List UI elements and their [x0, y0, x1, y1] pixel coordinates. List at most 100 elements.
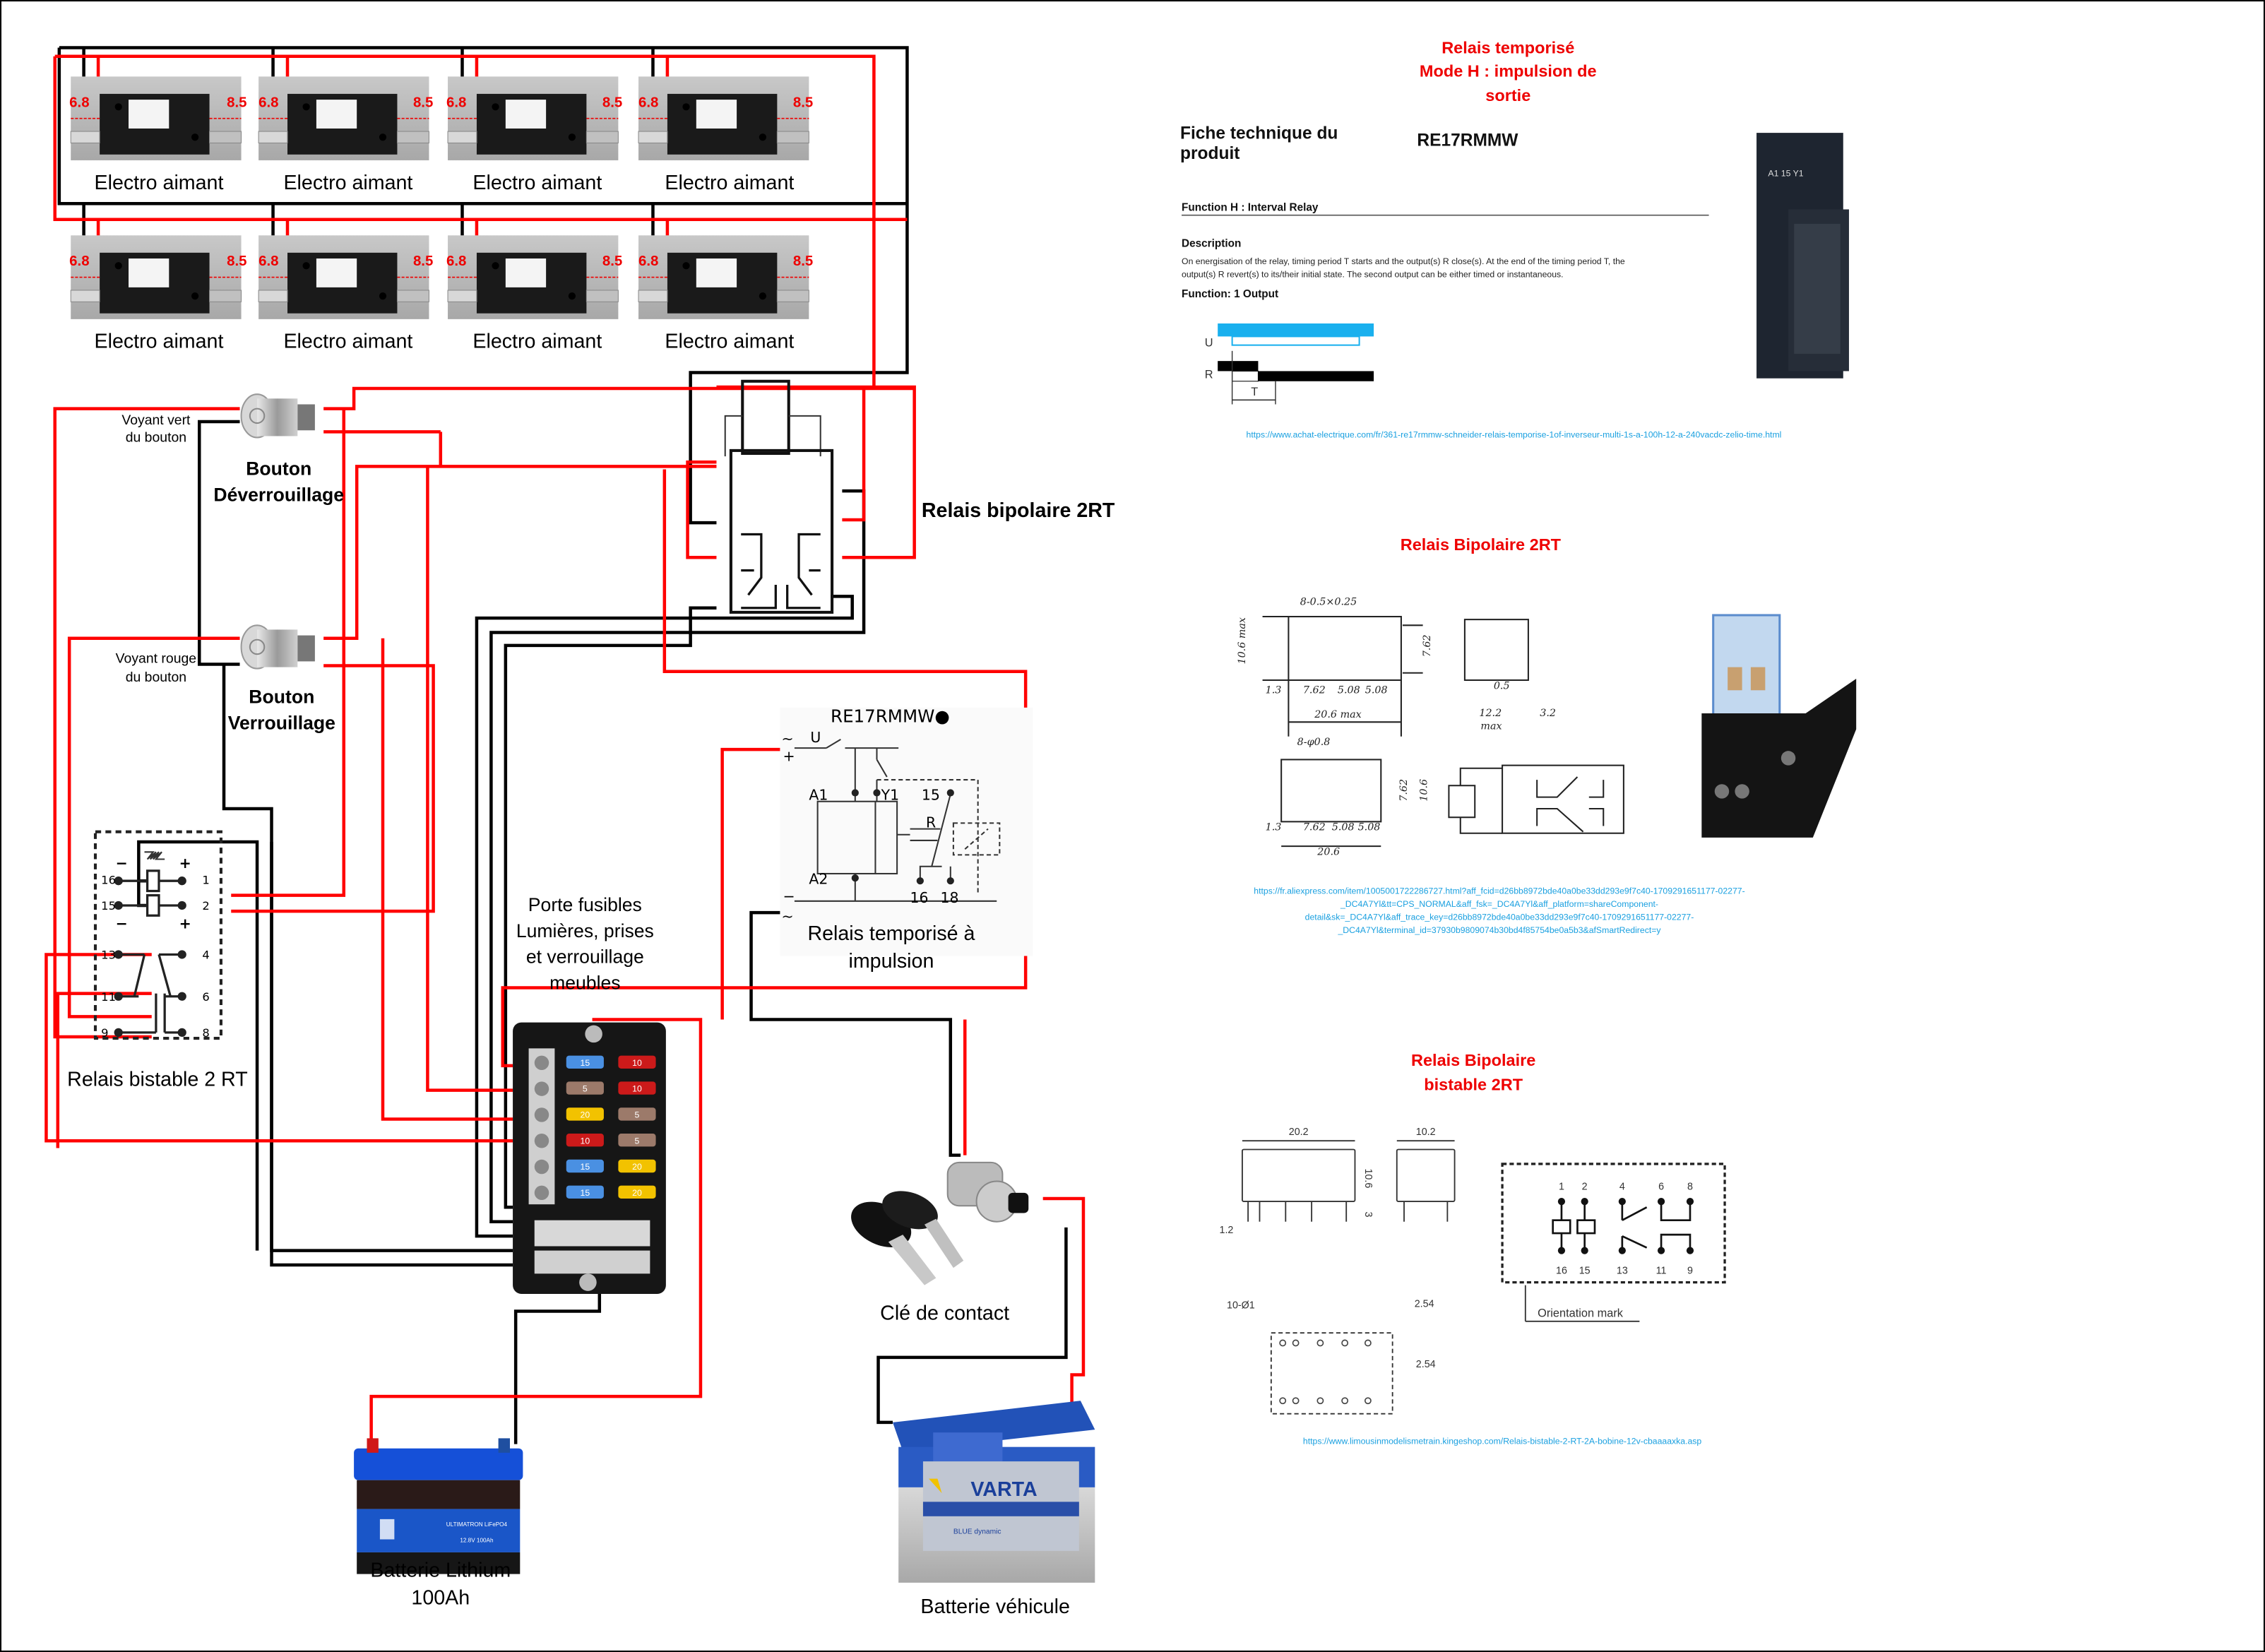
fuse-right-4[interactable] — [618, 1133, 656, 1147]
unlock-button[interactable] — [240, 393, 316, 439]
dim-right-7: 8.5 — [602, 253, 622, 269]
bipolar-dim-side-t: 0.5 — [1494, 680, 1510, 691]
bipolar-dim-pins-a: 8-0.5×0.25 — [1300, 597, 1357, 608]
fuse-rating-right-1: 10 — [632, 1058, 642, 1068]
bistable-pin-4: 4 — [202, 949, 209, 962]
electromagnet-1[interactable] — [70, 76, 242, 161]
fuse-right-2[interactable] — [618, 1081, 656, 1095]
fusebox-label-2: Lumières, prises — [516, 920, 654, 941]
timer-link[interactable]: https://www.achat-electrique.com/fr/361-… — [1247, 430, 1782, 440]
bipolar-link-3[interactable]: detail&sk=_DC4A7Yl&aff_trace_key=d26bb89… — [1305, 912, 1694, 922]
red-led-label-2: du bouton — [126, 670, 186, 685]
bistable-dim-w: 20.2 — [1289, 1127, 1309, 1138]
bistable-pin-13: 13 — [101, 949, 116, 962]
bipolar-dim-side-wmax: max — [1480, 721, 1502, 732]
dim-left-4: 6.8 — [638, 94, 658, 110]
bistable-dim-pitch-x: 2.54 — [1415, 1298, 1434, 1309]
vehicle-battery-label: Batterie véhicule — [920, 1595, 1070, 1618]
bipolar-dim-b-p1: 1.3 — [1266, 822, 1282, 833]
bipolar-link-4[interactable]: _DC4A7Yl&terminal_id=37930b9809074b30bd4… — [1337, 925, 1661, 935]
bipolar-relay[interactable] — [724, 379, 834, 614]
fusebox-label-1: Porte fusibles — [528, 894, 642, 915]
bipolar-dim-p3: 5.08 — [1338, 684, 1360, 696]
bipolar-dim-b-p4: 5.08 — [1358, 822, 1381, 833]
bipolar-dim-side-w: 12.2 — [1479, 708, 1502, 719]
fuse-right-3[interactable] — [618, 1107, 656, 1121]
ds-pin-9: 9 — [1687, 1265, 1693, 1276]
dim-right-1: 8.5 — [227, 94, 246, 110]
electromagnet-label-1: Electro aimant — [95, 172, 224, 194]
timer-ds-title-1: Relais temporisé — [1441, 39, 1574, 57]
fusebox-label-3: et verrouillage — [526, 946, 644, 968]
fuse-left-6[interactable] — [566, 1185, 604, 1199]
fuse-rating-left-1: 15 — [581, 1058, 590, 1068]
datasheet-heading-2: produit — [1180, 144, 1239, 163]
timer-16: 16 — [910, 889, 929, 906]
dim-right-2: 8.5 — [413, 94, 433, 110]
timer-ds-title-3: sortie — [1485, 86, 1530, 105]
timer-ac-bottom: ~ — [781, 908, 793, 925]
fuse-left-1[interactable] — [566, 1055, 604, 1069]
bistable-ds-title-2: bistable 2RT — [1424, 1076, 1523, 1094]
ignition-switch[interactable] — [844, 1161, 1029, 1285]
bistable-pin-16: 16 — [101, 873, 116, 886]
electromagnet-5[interactable] — [70, 234, 242, 320]
fuse-right-1[interactable] — [618, 1055, 656, 1069]
photo-terminals: A1 15 Y1 — [1768, 168, 1803, 178]
dim-left-2: 6.8 — [258, 94, 278, 110]
electromagnet-2[interactable] — [258, 76, 430, 161]
electromagnet-label-2: Electro aimant — [283, 172, 412, 194]
fuse-rating-left-4: 10 — [581, 1136, 590, 1146]
bistable-pin-15: 15 — [101, 899, 116, 913]
dim-left-3: 6.8 — [446, 94, 466, 110]
chart-u-label: U — [1205, 337, 1213, 350]
lock-button[interactable] — [240, 624, 316, 670]
coil1-minus: − — [116, 855, 128, 872]
bipolar-link-2[interactable]: _DC4A7Yl&tt=CPS_NORMAL&aff_fsk=_DC4A7Yl&… — [1340, 899, 1658, 909]
electromagnet-label-4: Electro aimant — [665, 172, 794, 194]
dim-left-6: 6.8 — [258, 253, 278, 269]
push-button-icon — [240, 393, 316, 439]
timer-ac-top: ~ — [781, 730, 793, 747]
electromagnet-4[interactable] — [637, 76, 810, 161]
bistable-relay[interactable]: 16 15 13 11 9 1 2 4 6 8 + + − − — [93, 830, 222, 1040]
fuse-left-2[interactable] — [566, 1081, 604, 1095]
bipolar-dim-b-pitch: 7.62 — [1398, 779, 1410, 802]
electromagnet-6[interactable] — [258, 234, 430, 320]
bipolar-link-1[interactable]: https://fr.aliexpress.com/item/100500172… — [1254, 886, 1744, 896]
bipolar-dim-p1: 1.3 — [1266, 684, 1282, 696]
fuse-rating-left-3: 20 — [581, 1110, 590, 1120]
electromagnet-8[interactable] — [637, 234, 810, 320]
fuse-left-4[interactable] — [566, 1133, 604, 1147]
bistable-pin-9: 9 — [101, 1026, 108, 1040]
fuse-rating-left-6: 15 — [581, 1188, 590, 1198]
fuse-left-3[interactable] — [566, 1107, 604, 1121]
timer-relay[interactable]: RE17RMMW● ~ U + — [780, 706, 1033, 956]
bipolar-dim-b-w: 20.6 — [1316, 846, 1340, 857]
bistable-link[interactable]: https://www.limousinmodelismetrain.kinge… — [1303, 1437, 1702, 1446]
bipolar-dim-b-h: 10.6 — [1419, 779, 1430, 802]
fuse-left-5[interactable] — [566, 1159, 604, 1173]
bistable-pin-8: 8 — [202, 1026, 209, 1040]
timer-15: 15 — [922, 787, 940, 804]
timer-relay-label-1: Relais temporisé à — [807, 922, 975, 945]
dim-left-1: 6.8 — [69, 94, 89, 110]
bipolar-dim-p4: 5.08 — [1365, 684, 1388, 696]
vehicle-battery[interactable]: VARTA BLUE dynamic — [892, 1401, 1095, 1583]
bipolar-dim-p2: 7.62 — [1303, 684, 1326, 696]
dim-right-8: 8.5 — [793, 253, 813, 269]
varta-series: BLUE dynamic — [953, 1528, 1001, 1535]
lock-button-title-1: Bouton — [249, 687, 314, 708]
fuse-rating-right-3: 5 — [635, 1110, 640, 1120]
bipolar-dim-b-p3: 5.08 — [1332, 822, 1355, 833]
bistable-ds-title-1: Relais Bipolaire — [1411, 1051, 1535, 1069]
fuse-right-6[interactable] — [618, 1185, 656, 1199]
datasheet-model: RE17RMMW — [1417, 131, 1518, 150]
bipolar-dim-b-p2: 7.62 — [1303, 822, 1326, 833]
fuse-right-5[interactable] — [618, 1159, 656, 1173]
electromagnet-7[interactable] — [447, 234, 619, 320]
lithium-battery[interactable]: ULTIMATRON LiFePO4 12.8V 100Ah — [354, 1438, 523, 1574]
bistable-pin-6: 6 — [202, 990, 209, 1004]
electromagnet-3[interactable] — [447, 76, 619, 161]
bistable-pin-1: 1 — [202, 873, 209, 886]
